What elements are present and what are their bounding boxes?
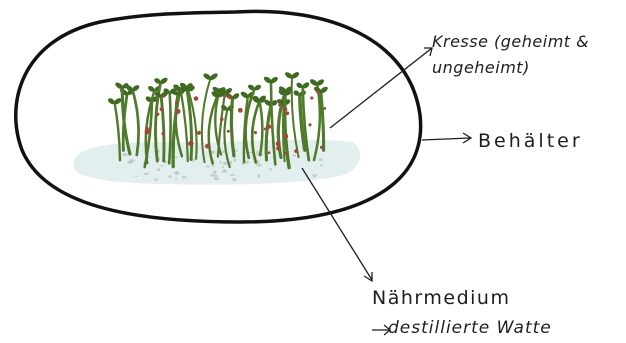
cotton-speck xyxy=(257,174,260,178)
cress-seed xyxy=(294,149,298,153)
cress-seed xyxy=(220,118,224,122)
container-outline xyxy=(16,11,421,222)
cotton-speck xyxy=(312,174,317,177)
cress-seed xyxy=(283,134,288,139)
cress-seed xyxy=(223,95,226,98)
cotton-speck xyxy=(320,164,322,167)
cotton-speck xyxy=(123,153,128,156)
cress-seed xyxy=(323,107,326,110)
cress-seed xyxy=(188,141,193,146)
cress-seed xyxy=(197,131,201,135)
cotton-speck xyxy=(193,159,195,163)
cress-seed xyxy=(316,90,319,93)
label-medium-line2: destillierte Watte xyxy=(388,318,552,338)
cotton-speck xyxy=(144,173,150,175)
cress-seed xyxy=(284,152,287,155)
cotton-speck xyxy=(135,176,137,178)
cress-seed xyxy=(310,96,313,99)
label-medium-line1: Nährmedium xyxy=(372,287,510,309)
cress-seed xyxy=(266,124,271,129)
cotton-speck xyxy=(230,161,232,165)
arrow-container xyxy=(422,133,471,143)
cotton-speck xyxy=(230,174,235,176)
cress-seed xyxy=(278,103,282,107)
cotton-speck xyxy=(129,159,133,163)
cotton-speck xyxy=(168,175,172,177)
cotton-speck xyxy=(222,169,227,173)
cress-seed xyxy=(145,129,150,134)
cress-seed xyxy=(160,107,164,111)
cress-seed xyxy=(286,111,290,115)
cotton-speck xyxy=(154,179,158,181)
label-cress-line2: ungeheimt) xyxy=(432,58,530,77)
cotton-speck xyxy=(210,174,214,177)
cotton-speck xyxy=(182,176,186,179)
cress-seed xyxy=(205,144,210,149)
cotton-speck xyxy=(222,166,224,168)
cress-seed xyxy=(264,127,267,130)
cotton-speck xyxy=(213,170,216,174)
cotton-speck xyxy=(175,178,177,180)
cotton-speck xyxy=(157,168,160,171)
cress-seed xyxy=(238,108,243,113)
arrow-cress xyxy=(330,48,432,128)
cress-seed xyxy=(283,107,287,111)
cotton-speck xyxy=(293,154,296,157)
cotton-speck xyxy=(232,178,237,182)
cotton-speck xyxy=(219,161,221,164)
cress-seed xyxy=(308,123,311,126)
cotton-speck xyxy=(214,175,218,178)
cress-seed xyxy=(175,109,180,114)
cress-seed xyxy=(156,113,159,116)
cress-seed xyxy=(320,146,323,149)
cress-seed xyxy=(276,146,281,151)
cotton-speck xyxy=(214,178,220,181)
cotton-speck xyxy=(206,165,211,167)
cotton-speck xyxy=(256,163,262,166)
cress-seed xyxy=(227,130,230,133)
cress-seed xyxy=(175,101,178,104)
cotton-speck xyxy=(174,171,179,175)
cress-seed xyxy=(161,132,164,135)
cress-seed xyxy=(276,142,281,147)
cotton-speck xyxy=(235,150,238,152)
cress-seed xyxy=(268,151,271,154)
cress-seed xyxy=(162,95,165,98)
cress-seed xyxy=(194,96,199,101)
cress-seed xyxy=(254,131,257,134)
cress-stem xyxy=(169,93,170,164)
cotton-speck xyxy=(234,158,237,161)
cress-seed xyxy=(228,95,232,99)
cotton-speck xyxy=(319,158,323,161)
cotton-speck xyxy=(269,168,272,170)
label-container: Behälter xyxy=(478,130,583,152)
arrow-medium xyxy=(302,168,372,281)
cotton-speck xyxy=(160,165,163,167)
label-cress-line1: Kresse (geheimt & xyxy=(432,32,589,51)
